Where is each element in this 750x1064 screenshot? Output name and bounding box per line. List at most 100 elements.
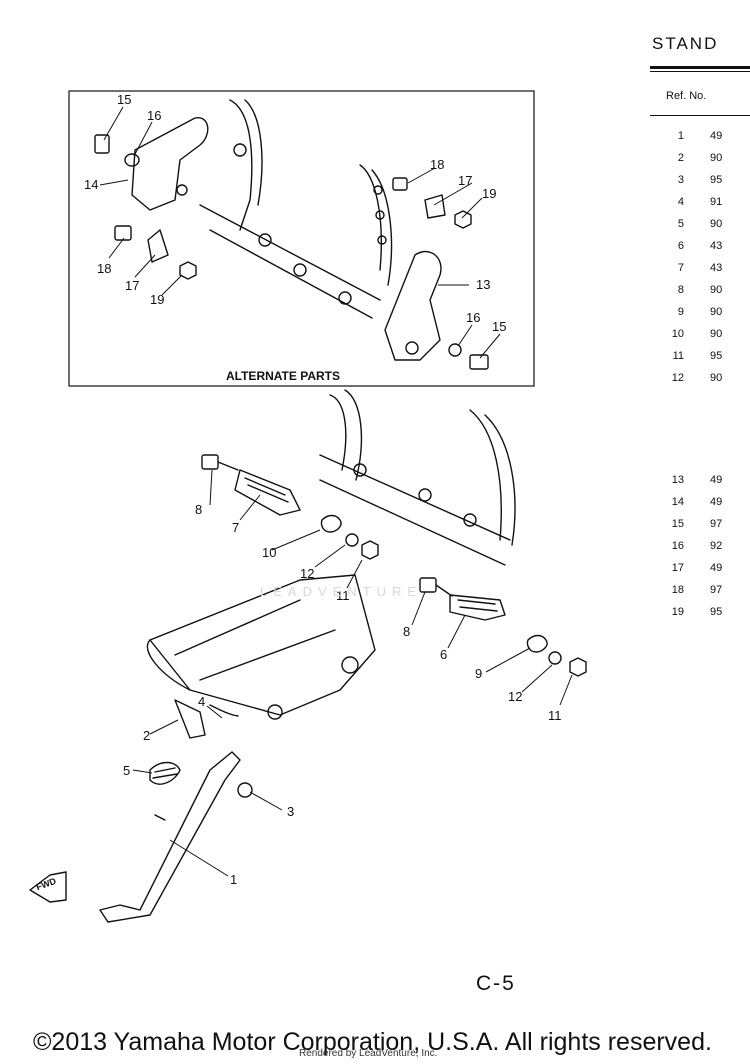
callout-12: 12 [300,566,315,581]
alternate-parts-box [68,90,535,387]
cotter-pin-4 [209,704,239,717]
ref-no: 19 [671,606,684,618]
pivot-bolt-2 [174,699,206,739]
ref-no: 13 [671,474,684,486]
frame-upright-right [469,409,516,546]
callout-10: 10 [262,545,277,560]
washer-16a [124,153,140,167]
ref-no: 14 [671,496,684,508]
callout-17: 17 [458,173,473,188]
ref-no: 3 [677,174,684,186]
part-no: 97 [710,584,723,596]
footrest-6 [449,594,506,621]
bolt-18b [114,225,132,241]
parts-row: 1 49 [650,130,750,148]
ref-no: 11 [672,350,684,362]
part-no: 49 [710,496,723,508]
callout-11: 11 [336,588,350,603]
alternate-parts-label: ALTERNATE PARTS [226,369,340,383]
part-no: 43 [710,262,723,274]
nut-19b [179,261,197,280]
bracket-13 [384,250,442,361]
bracket-14 [131,117,209,211]
callout-15: 15 [117,92,132,107]
callout-1: 1 [230,872,238,887]
bolt-8a [201,454,219,470]
part-no: 49 [710,474,723,486]
part-no: 90 [710,328,723,340]
callout-5: 5 [123,763,131,778]
part-no: 91 [710,196,723,208]
callout-16: 16 [466,310,481,325]
frame-upright-left [329,389,363,481]
callout-15: 15 [492,319,507,334]
part-no: 49 [710,130,723,142]
ref-no: 2 [677,152,684,164]
part-no: 90 [710,372,723,384]
part-no: 95 [710,174,723,186]
callout-19: 19 [150,292,165,307]
ref-no: 8 [677,284,684,296]
ref-no-rule [650,115,750,116]
nut-19a [454,210,472,229]
washer-16b [448,343,462,357]
collar-17b [147,229,169,263]
footrest-7 [234,469,301,516]
fwd-arrow-icon [29,871,67,903]
part-no: 97 [710,518,723,530]
callout-8: 8 [403,624,411,639]
callout-19: 19 [482,186,497,201]
page-number: C-5 [476,972,516,995]
callout-9: 9 [475,666,483,681]
parts-row: 6 43 [650,240,750,258]
part-no: 95 [710,606,723,618]
callout-8: 8 [195,502,203,517]
callout-11: 11 [548,708,562,723]
parts-row: 14 49 [650,496,750,514]
section-title: STAND [652,34,719,53]
footrest-tube [319,454,511,566]
callout-13: 13 [476,277,491,292]
nut-11a [361,540,379,560]
bolt-15a [94,134,110,154]
parts-row: 13 49 [650,474,750,492]
ref-no-header: Ref. No. [666,90,707,102]
parts-row: 10 90 [650,328,750,346]
ref-no: 1 [677,130,684,142]
part-no: 90 [710,218,723,230]
ref-no: 5 [677,218,684,230]
part-no: 49 [710,562,723,574]
callout-3: 3 [287,804,295,819]
part-no: 43 [710,240,723,252]
callout-18: 18 [430,157,445,172]
callout-14: 14 [84,177,99,192]
callout-4: 4 [198,694,206,709]
collar-17a [424,194,446,219]
bolt-15b [469,354,489,370]
copyright-notice: ©2013 Yamaha Motor Corporation, U.S.A. A… [33,1028,712,1056]
part-no: 92 [710,540,723,552]
washer-12a [345,533,359,547]
watermark: LEADVENTURE [260,584,423,599]
ref-no: 10 [671,328,684,340]
parts-row: 3 95 [650,174,750,192]
spring-9 [526,634,548,653]
frame-lower [149,574,376,716]
callout-12: 12 [508,689,523,704]
callout-6: 6 [440,647,448,662]
nut-11b [569,657,587,677]
ref-no: 6 [677,240,684,252]
